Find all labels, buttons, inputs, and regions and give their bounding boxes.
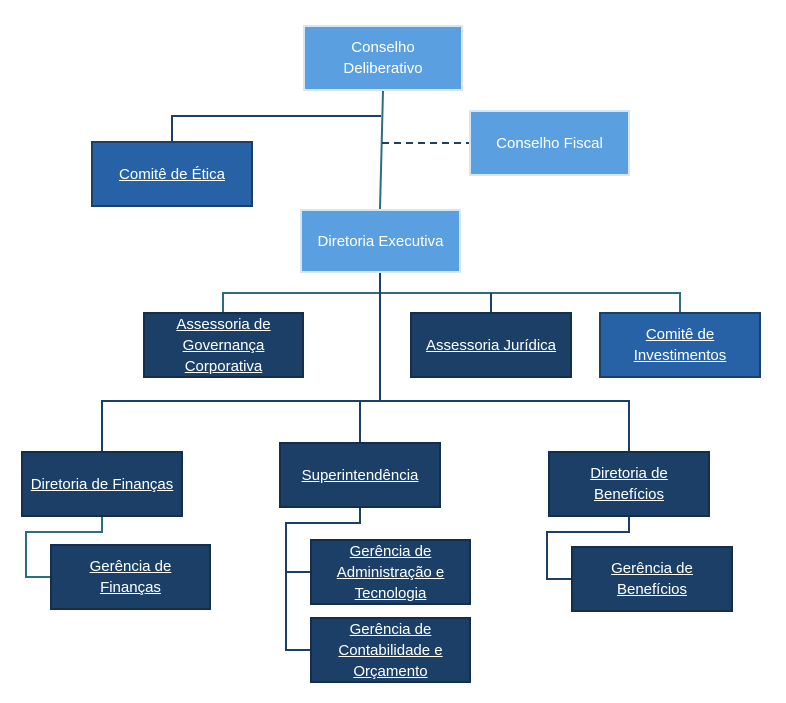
node-comite-investimentos[interactable]: Comitê de Investimentos (599, 312, 761, 378)
node-gerencia-beneficios-label[interactable]: Gerência de Benefícios (611, 560, 693, 598)
node-conselho-fiscal-label: Conselho Fiscal (496, 134, 603, 152)
node-gerencia-contabilidade[interactable]: Gerência de Contabilidade e Orçamento (310, 617, 471, 683)
connector-advisory-row (222, 292, 681, 312)
node-conselho-fiscal: Conselho Fiscal (469, 110, 630, 176)
connector-comite-etica (171, 115, 381, 141)
node-assessoria-juridica-label[interactable]: Assessoria Jurídica (425, 336, 557, 354)
node-diretoria-beneficios[interactable]: Diretoria de Benefícios (548, 451, 710, 517)
node-assessoria-governanca[interactable]: Assessoria de Governança Corporativa (143, 312, 304, 378)
node-gerencia-financas[interactable]: Gerência de Finanças (50, 544, 211, 610)
connector-gerencia-financas (25, 516, 103, 578)
connector-superintendencia-gerencias (285, 507, 361, 651)
node-diretoria-beneficios-label[interactable]: Diretoria de Benefícios (590, 465, 668, 503)
node-assessoria-governanca-label[interactable]: Assessoria de Governança Corporativa (176, 315, 271, 375)
node-diretoria-financas[interactable]: Diretoria de Finanças (21, 451, 183, 517)
connector-directorates-row (101, 400, 630, 451)
node-conselho-deliberativo-label: Conselho Deliberativo (343, 39, 423, 77)
connector-gerencia-beneficios (546, 516, 630, 580)
node-conselho-deliberativo: Conselho Deliberativo (303, 25, 463, 91)
node-gerencia-adm-tecnologia-label[interactable]: Gerência de Administração e Tecnologia (336, 542, 445, 602)
node-gerencia-contabilidade-label[interactable]: Gerência de Contabilidade e Orçamento (338, 620, 443, 680)
node-superintendencia[interactable]: Superintendência (279, 442, 441, 508)
node-diretoria-executiva: Diretoria Executiva (300, 209, 461, 273)
node-gerencia-beneficios[interactable]: Gerência de Benefícios (571, 546, 733, 612)
connector-deliberativo-executiva (379, 90, 384, 210)
node-diretoria-financas-label[interactable]: Diretoria de Finanças (30, 475, 174, 493)
node-comite-etica[interactable]: Comitê de Ética (91, 141, 253, 207)
node-assessoria-juridica[interactable]: Assessoria Jurídica (410, 312, 572, 378)
node-comite-investimentos-label[interactable]: Comitê de Investimentos (633, 326, 727, 364)
node-gerencia-financas-label[interactable]: Gerência de Finanças (89, 558, 172, 596)
node-diretoria-executiva-label: Diretoria Executiva (317, 232, 444, 250)
node-comite-etica-label[interactable]: Comitê de Ética (119, 165, 225, 183)
node-superintendencia-label[interactable]: Superintendência (301, 466, 419, 484)
node-gerencia-adm-tecnologia[interactable]: Gerência de Administração e Tecnologia (310, 539, 471, 605)
